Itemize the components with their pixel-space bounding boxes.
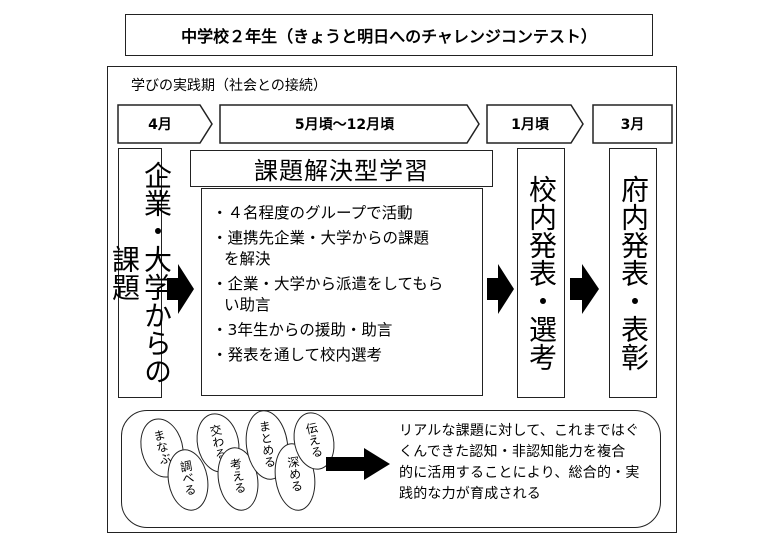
timeline-label-march: 3月 (620, 117, 645, 133)
flow-arrow-icon (570, 264, 599, 314)
timeline-label-april: 4月 (148, 117, 172, 133)
pbl-item: ・発表を通して校内選考 (212, 346, 383, 364)
school-presentation-label: 校内発表・選考 (525, 175, 558, 371)
flow-arrow-icon (167, 264, 194, 314)
result-description: リアルな課題に対して、これまではぐ くんできた認知・非認知能力を複合 的に活用す… (399, 423, 640, 502)
timeline-label-may-dec: 5月頃〜12月頃 (294, 117, 395, 133)
flow-arrow-icon (487, 264, 514, 314)
timeline-arrow-april (117, 104, 213, 144)
prefecture-presentation-label: 府内発表・表彰 (617, 175, 650, 371)
page-title: 中学校２年生（きょうと明日へのチャレンジコンテスト） (125, 14, 653, 56)
timeline-arrow-may-dec (219, 104, 480, 144)
result-arrow-icon (326, 448, 390, 480)
task-stage-label: 企業・大学からの課題 (108, 161, 173, 385)
task-stage-box: 企業・大学からの課題 (108, 148, 173, 398)
pbl-details-box: ・４名程度のグループで活動 ・連携先企業・大学からの課題 を解決 ・企業・大学か… (201, 188, 483, 396)
timeline-arrow-march (592, 104, 673, 144)
school-presentation-box: 校内発表・選考 (517, 148, 565, 398)
pbl-title: 課題解決型学習 (190, 150, 493, 187)
pbl-item: ・企業・大学から派遣をしてもら い助言 (212, 275, 444, 314)
timeline-label-january: 1月頃 (511, 117, 549, 133)
timeline-arrow-january (486, 104, 584, 144)
pbl-item: ・連携先企業・大学からの課題 を解決 (212, 229, 430, 268)
pbl-item: ・3年生からの援助・助言 (212, 321, 393, 339)
period-label: 学びの実践期（社会との接続） (131, 78, 327, 94)
prefecture-presentation-box: 府内発表・表彰 (609, 148, 657, 398)
pbl-item: ・４名程度のグループで活動 (212, 204, 413, 222)
